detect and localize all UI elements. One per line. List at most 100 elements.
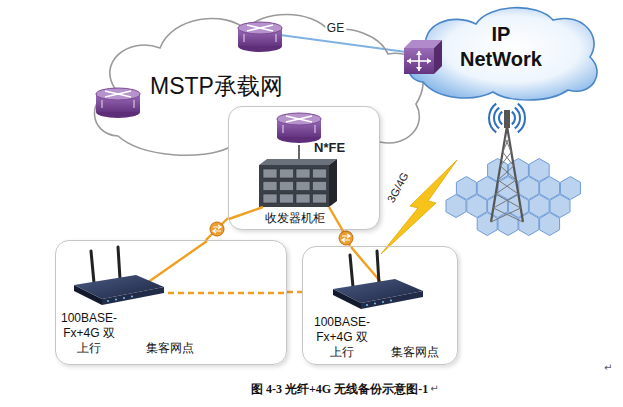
- radio-wave: [499, 112, 502, 125]
- rack-slot: [296, 169, 310, 178]
- customer-site-box: 100BASE-Fx+4G 双上行集客网点: [55, 240, 287, 365]
- paragraph-mark: ↵: [430, 383, 438, 395]
- rack-slot: [313, 169, 327, 178]
- tower-brace: [503, 138, 509, 152]
- switch-arrow: [407, 60, 431, 62]
- node-title: 收发器机柜: [265, 211, 325, 226]
- link-label: GE: [325, 21, 346, 35]
- router-mark: [314, 125, 315, 133]
- cell-hexagon: [498, 213, 518, 236]
- rack-slot: [280, 194, 294, 203]
- tower-brace: [498, 180, 518, 194]
- wireless-bolt: [381, 160, 457, 254]
- antenna: [377, 251, 379, 283]
- antenna: [118, 247, 120, 279]
- router-top: [238, 22, 282, 34]
- router-body: [96, 106, 140, 118]
- rack-front: [259, 165, 329, 207]
- cell-hexagon: [540, 213, 560, 236]
- router-led: [123, 297, 125, 299]
- router-arrow: [286, 116, 312, 122]
- backup-link: [168, 292, 288, 294]
- router-front: [333, 289, 361, 309]
- transceiver-arrows: [342, 234, 350, 242]
- transceiver-rack: [259, 159, 337, 207]
- router-top: [74, 275, 164, 299]
- link-label: 3G/4G: [385, 171, 412, 206]
- transceiver-icon: [339, 231, 353, 245]
- tower-brace: [496, 180, 516, 194]
- customer-site-box: 100BASE-Fx+4G 双上行集客网点: [302, 246, 458, 365]
- fiber-link: [329, 207, 343, 231]
- backup-link: [287, 291, 302, 293]
- access-router-icon: [333, 251, 423, 309]
- router-led: [366, 304, 368, 306]
- fe-link: [298, 145, 300, 159]
- router-mark: [243, 34, 244, 42]
- router-body: [277, 119, 321, 137]
- figure-caption: 图 4-3 光纤+4G 无线备份示意图-1: [251, 382, 428, 396]
- radio-wave: [518, 104, 525, 133]
- router-mark: [282, 125, 283, 133]
- router-front: [74, 285, 102, 305]
- tower-brace: [493, 194, 518, 208]
- fiber-link: [351, 247, 385, 287]
- tower-brace: [500, 166, 516, 180]
- switch-arrowhead: [416, 51, 422, 55]
- tower-brace: [493, 208, 523, 222]
- router-icon: [277, 113, 321, 143]
- tower-brace: [503, 152, 514, 166]
- rack-slot: [313, 182, 327, 191]
- rack-top: [259, 159, 337, 165]
- switch-arrow: [418, 51, 420, 71]
- transceiver-body: [339, 231, 353, 245]
- cloud-shape: [408, 8, 597, 100]
- rack-slot: [263, 194, 277, 203]
- tower-brace: [491, 208, 521, 222]
- router-body: [96, 94, 140, 112]
- tower-brace: [498, 166, 514, 180]
- rack-slot: [280, 182, 294, 191]
- router-arrow: [247, 25, 273, 31]
- router-led: [382, 301, 384, 303]
- router-body: [238, 40, 282, 52]
- paragraph-mark: ↵: [604, 362, 612, 374]
- switch-arrowhead: [407, 58, 411, 64]
- router-top: [333, 279, 423, 303]
- tower-brace: [496, 194, 521, 208]
- node-title: MSTP承载网: [150, 72, 283, 101]
- rack-slot: [280, 169, 294, 178]
- router-led: [131, 296, 133, 298]
- router-led: [374, 303, 376, 305]
- switch-side: [434, 40, 442, 74]
- cell-hexagon: [446, 195, 466, 218]
- router-mark: [101, 100, 102, 108]
- fiber-link: [229, 207, 263, 219]
- router-mark: [133, 100, 134, 108]
- router-arrow: [105, 91, 131, 97]
- switch-top: [404, 40, 442, 48]
- router-arrow: [286, 116, 312, 122]
- rack-site-box: 收发器机柜: [228, 106, 380, 230]
- node-title: 集客网点: [146, 341, 194, 356]
- router-led: [390, 300, 392, 302]
- router-side: [102, 287, 164, 305]
- ge-link: [273, 34, 406, 52]
- switch-icon: [404, 40, 442, 74]
- router-led: [115, 299, 117, 301]
- fiber-link: [206, 218, 228, 240]
- link-label: N*FE: [314, 140, 345, 156]
- rack-slot: [263, 182, 277, 191]
- router-body: [238, 28, 282, 46]
- router-led: [107, 300, 109, 302]
- transceiver-icon: [210, 222, 224, 236]
- cell-tower: [489, 104, 525, 222]
- antenna: [350, 255, 353, 287]
- router-top: [277, 113, 321, 125]
- switch-arrowhead: [416, 67, 422, 71]
- internet-cloud: IP NetWork: [398, 2, 603, 102]
- rack-slot: [296, 182, 310, 191]
- rack-slot: [296, 194, 310, 203]
- router-side: [361, 291, 423, 309]
